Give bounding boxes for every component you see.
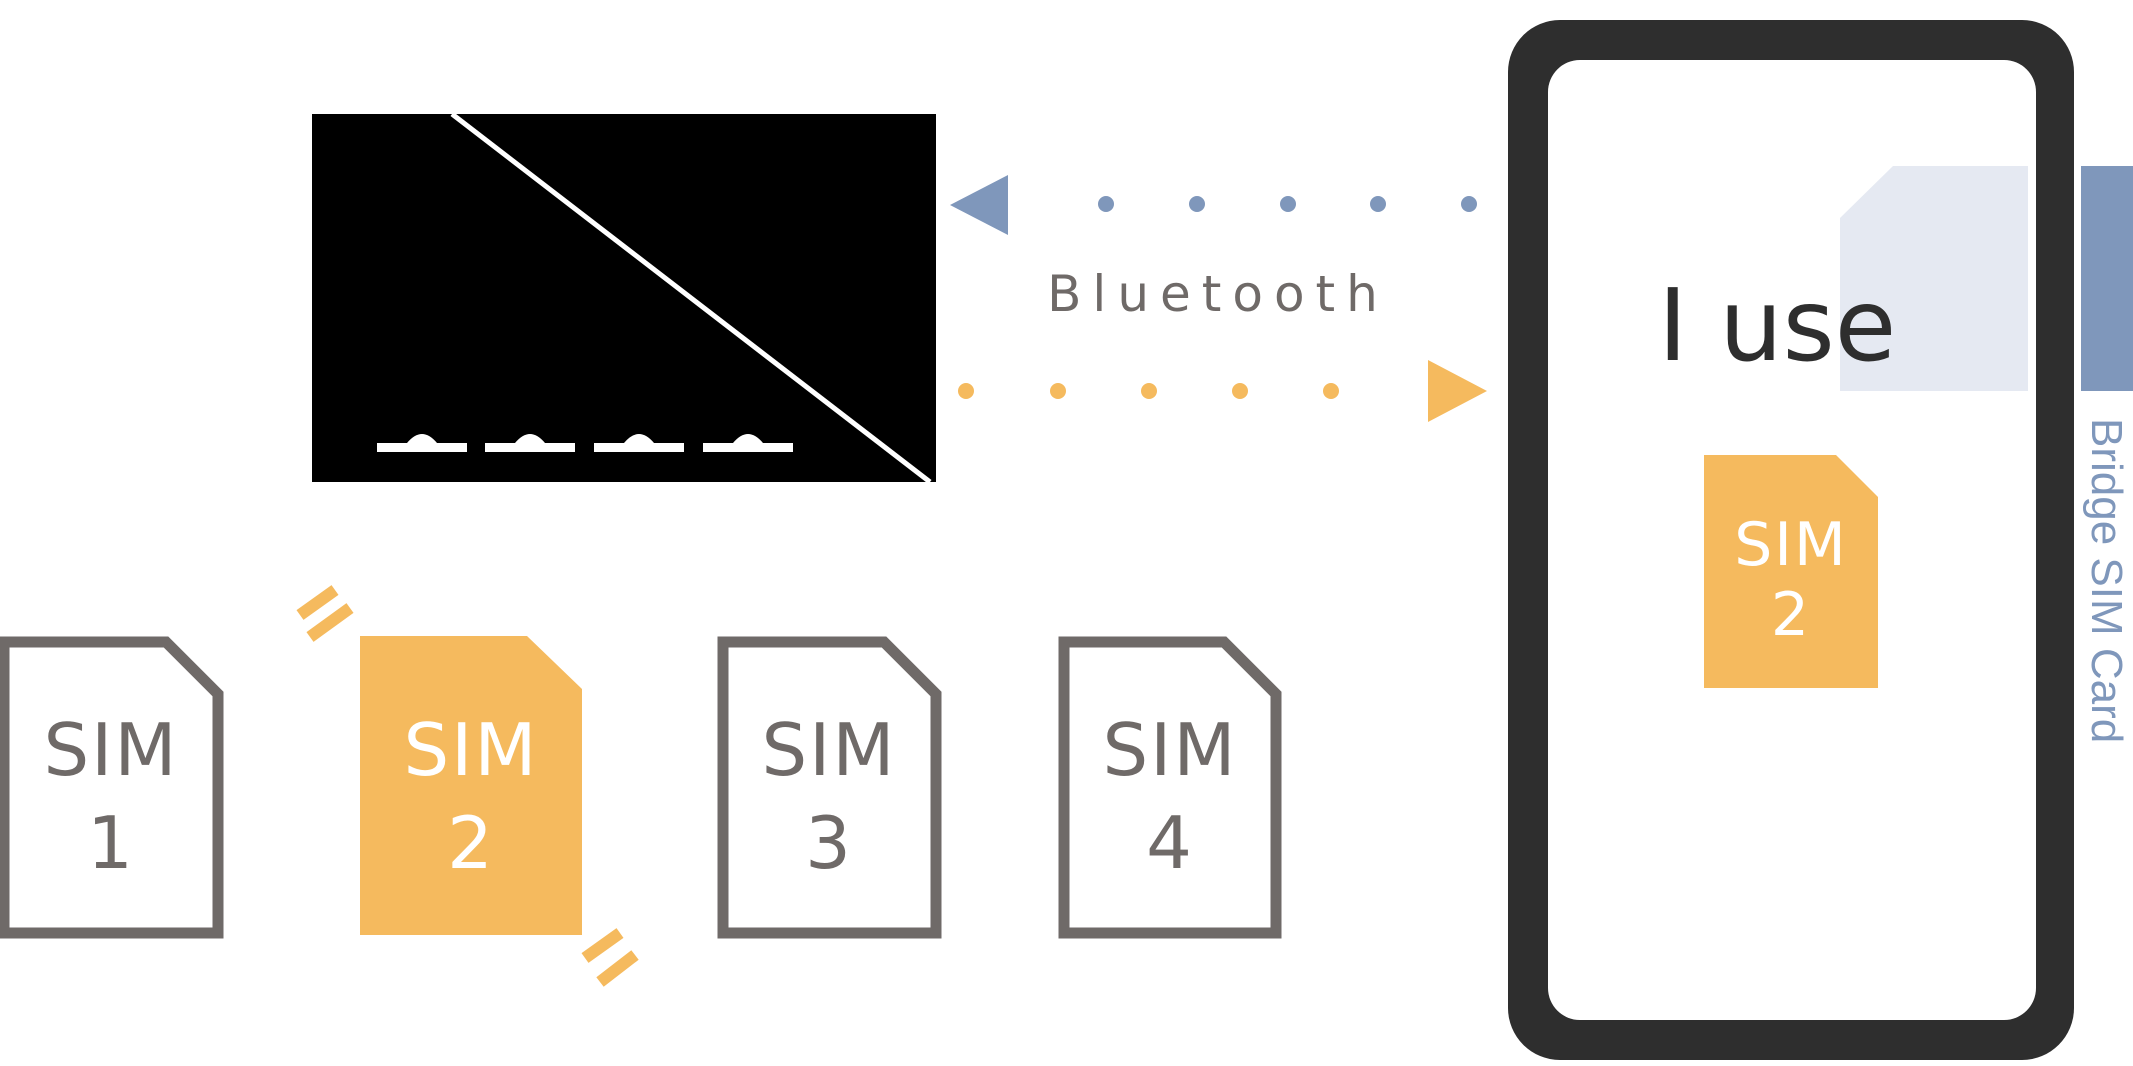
- vibration-mark-icon: [296, 585, 354, 642]
- dot: [958, 383, 974, 399]
- sim-card-number: 3: [805, 801, 853, 885]
- bridge-device-body: [312, 114, 936, 482]
- dot: [1461, 196, 1477, 212]
- sim-card-outline: [1058, 636, 1282, 939]
- sim-card-label: SIM: [403, 708, 538, 792]
- sim-card-number: 2: [447, 801, 495, 885]
- sim-card-label: SIM: [43, 708, 178, 792]
- arrow-right-icon: [1428, 360, 1487, 422]
- sim-card-3: SIM 3: [717, 636, 942, 939]
- bridge-sim-card-shadow: [1840, 166, 2028, 391]
- arrow-left-icon: [950, 175, 1008, 235]
- sim-card-label: SIM: [1734, 510, 1848, 580]
- sim-slot: [485, 434, 575, 452]
- dot: [1370, 196, 1386, 212]
- phone-caption: I use: [1658, 267, 1896, 384]
- dot: [1098, 196, 1114, 212]
- bluetooth-link: Bluetooth: [950, 175, 1487, 422]
- dot: [1141, 383, 1157, 399]
- bluetooth-label: Bluetooth: [1047, 265, 1389, 323]
- sim-card-label: SIM: [761, 708, 896, 792]
- bridge-device: [312, 112, 936, 484]
- dot: [1323, 383, 1339, 399]
- vibration-mark-icon: [581, 928, 639, 987]
- bridge-device-diagonal: [450, 112, 932, 484]
- sim-slot: [703, 434, 793, 452]
- arrow-to-phone: [958, 360, 1487, 422]
- sim-card-1: SIM 1: [0, 636, 224, 939]
- dot: [1189, 196, 1205, 212]
- sim-card-4: SIM 4: [1058, 636, 1282, 939]
- bridge-sim-card-tab: [2081, 166, 2133, 391]
- phone: I use SIM 2: [1508, 20, 2074, 1060]
- dot: [1232, 383, 1248, 399]
- sim-card-2-active: SIM 2: [296, 585, 639, 987]
- arrow-to-bridge: [950, 175, 1477, 235]
- sim-slot: [594, 434, 684, 452]
- dot: [1280, 196, 1296, 212]
- dot: [1050, 383, 1066, 399]
- sim-card-number: 1: [87, 801, 135, 885]
- sim-card-fill: [1704, 455, 1878, 688]
- sim-card-number: 2: [1771, 580, 1811, 650]
- sim-card-outline: [717, 636, 942, 939]
- sim-slot-row: [377, 434, 793, 452]
- sim-card-label: SIM: [1102, 708, 1237, 792]
- phone-sim-card: SIM 2: [1704, 455, 1878, 688]
- sim-card-number: 4: [1146, 801, 1194, 885]
- sim-card-row: SIM 1 SIM 2 SIM 3 SIM 4: [0, 585, 1282, 987]
- sim-card-outline: [0, 636, 224, 939]
- sim-card-fill: [360, 636, 582, 935]
- bridge-sim-card-label: Bridge SIM Card: [2082, 418, 2131, 743]
- sim-slot: [377, 434, 467, 452]
